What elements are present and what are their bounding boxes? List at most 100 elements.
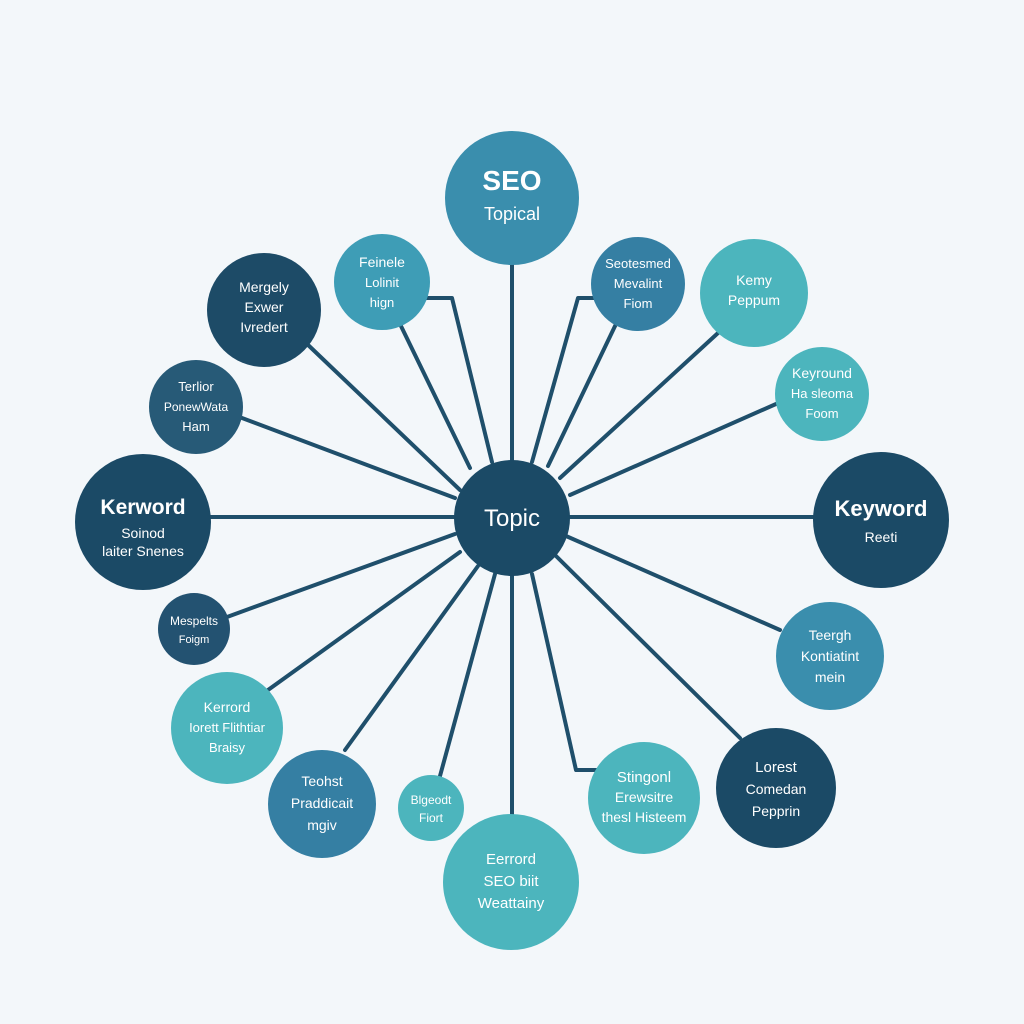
- node-kerword-label-2: laiter Snenes: [102, 543, 184, 559]
- node-lorest-label-0: Lorest: [755, 759, 798, 776]
- node-teergh-label-1: Kontiatint: [801, 648, 859, 664]
- node-terlior-label-2: Ham: [182, 419, 209, 434]
- node-keyround-label-0: Keyround: [792, 365, 852, 381]
- node-mergely-label-2: Ivredert: [240, 319, 288, 335]
- node-teergh-circle: [776, 602, 884, 710]
- node-teohst-label-1: Praddicait: [291, 795, 353, 811]
- node-kemy-label-0: Kemy: [736, 272, 772, 288]
- node-keyround-label-2: Foom: [805, 406, 838, 421]
- node-eerrord-label-1: SEO biit: [483, 873, 539, 890]
- connector-line-blgeodt: [438, 572, 497, 778]
- center-node-topic-label-0: Topic: [484, 505, 540, 532]
- node-stingonl-circle: [588, 742, 700, 854]
- node-teergh-label-2: mein: [815, 669, 845, 685]
- node-feinele-circle: [334, 234, 430, 330]
- connector-line-seotesmed: [546, 322, 618, 468]
- node-terlior-label-0: Terlior: [178, 379, 214, 394]
- connector-line-lorest: [554, 554, 742, 740]
- node-teohst-label-2: mgiv: [307, 817, 337, 833]
- center-node-topic-circle: [454, 460, 570, 576]
- node-seo-topical-circle: [445, 131, 579, 265]
- connector-line-extra-left: [418, 296, 494, 464]
- center-node-topic: Topic: [454, 460, 570, 576]
- node-keyword-label-1: Reeti: [865, 529, 898, 545]
- node-blgeodt-circle: [398, 775, 464, 841]
- node-seo-topical-label-0: SEO: [482, 165, 541, 196]
- node-lorest-label-2: Pepprin: [752, 803, 800, 819]
- connector-lines: [209, 263, 815, 816]
- node-teohst-label-0: Teohst: [301, 773, 342, 789]
- node-feinele-label-0: Feinele: [359, 254, 405, 270]
- node-stingonl-label-1: Erewsitre: [615, 789, 674, 805]
- connector-line-kerrord: [266, 550, 462, 692]
- node-keyword-circle: [813, 452, 949, 588]
- node-feinele-label-1: Lolinit: [365, 275, 399, 290]
- node-mergely-label-1: Exwer: [245, 299, 284, 315]
- node-stingonl-label-0: Stingonl: [617, 769, 671, 786]
- node-mespelts-label-0: Mespelts: [170, 614, 218, 628]
- node-stingonl-label-2: thesl Histeem: [602, 809, 687, 825]
- connector-line-extra-right: [530, 296, 604, 464]
- node-kemy-label-1: Peppum: [728, 292, 780, 308]
- node-seotesmed-label-1: Mevalint: [614, 276, 663, 291]
- node-seotesmed-label-0: Seotesmed: [605, 256, 671, 271]
- node-blgeodt-label-0: Blgeodt: [411, 793, 452, 807]
- node-seotesmed-circle: [591, 237, 685, 331]
- node-keyround-circle: [775, 347, 869, 441]
- node-seo-topical: SEO Topical: [445, 131, 579, 265]
- node-kerword-circle: [75, 454, 211, 590]
- connector-line-keyround: [568, 402, 778, 497]
- node-kerrord-label-0: Kerrord: [204, 699, 251, 715]
- node-kerword-label-1: Soinod: [121, 525, 165, 541]
- node-teohst-circle: [268, 750, 376, 858]
- connector-line-feinele: [398, 322, 472, 470]
- node-teergh-label-0: Teergh: [809, 627, 852, 643]
- node-blgeodt-label-1: Fiort: [419, 811, 444, 825]
- node-kerrord-label-2: Braisy: [209, 740, 246, 755]
- node-feinele-label-2: hign: [370, 295, 395, 310]
- node-kemy-circle: [700, 239, 808, 347]
- node-eerrord-label-0: Eerrord: [486, 851, 536, 868]
- connector-line-teergh: [564, 534, 782, 632]
- node-seotesmed-label-2: Fiom: [624, 296, 653, 311]
- node-mergely-circle: [207, 253, 321, 367]
- node-seo-topical-label-1: Topical: [484, 204, 540, 224]
- node-mespelts-label-1: Foigm: [179, 634, 210, 646]
- connector-line-teohst: [343, 564, 480, 752]
- connector-line-mespelts: [225, 532, 457, 619]
- node-mespelts-circle: [158, 593, 230, 665]
- node-eerrord-circle: [443, 814, 579, 950]
- node-terlior-label-1: PonewWata: [164, 400, 229, 414]
- node-kerword-label-0: Kerword: [100, 496, 185, 519]
- node-lorest-label-1: Comedan: [746, 781, 807, 797]
- node-mergely-label-0: Mergely: [239, 279, 289, 295]
- node-eerrord-label-2: Weattainy: [478, 895, 545, 912]
- node-lorest-circle: [716, 728, 836, 848]
- connector-line-mergely: [304, 341, 462, 492]
- node-kerrord-label-1: Iorett Flithtiar: [189, 720, 266, 735]
- connector-line-stingonl: [530, 572, 598, 772]
- node-terlior-circle: [149, 360, 243, 454]
- node-keyword-label-0: Keyword: [835, 496, 928, 521]
- connector-line-terlior: [240, 416, 457, 500]
- connector-line-kemy: [558, 331, 720, 480]
